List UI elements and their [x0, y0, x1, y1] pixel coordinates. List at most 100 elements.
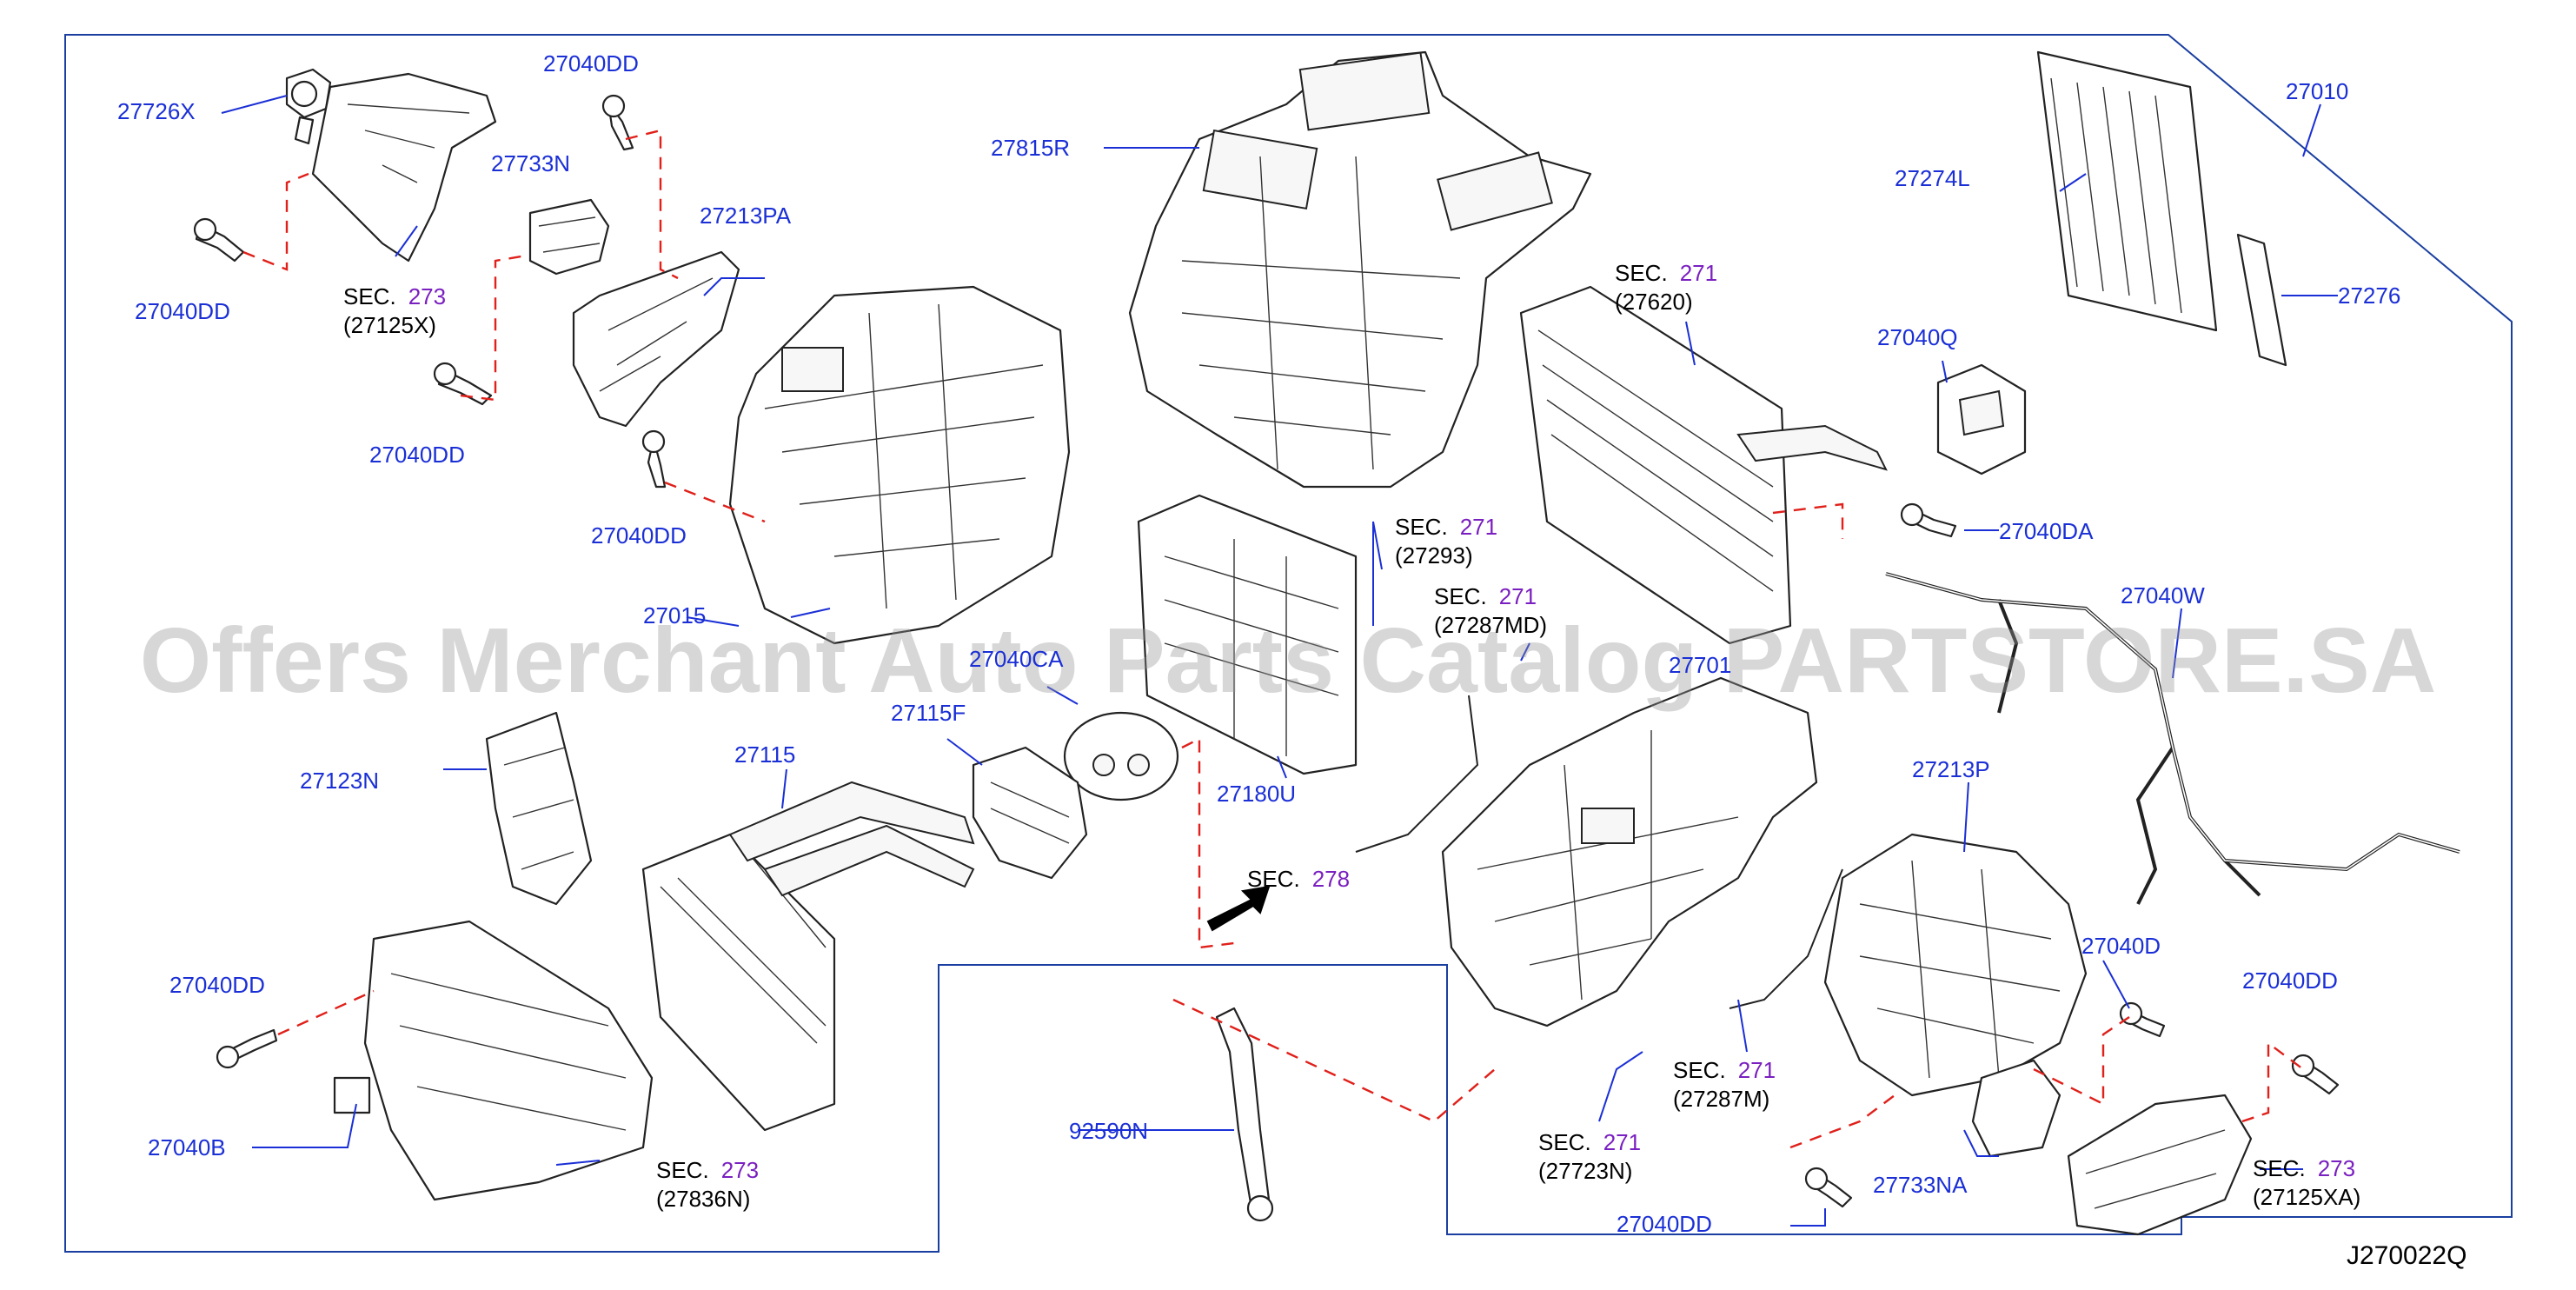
sec-sub: (27836N) [656, 1185, 751, 1212]
part-27815R-upper-case [1128, 50, 1592, 489]
sec-prefix: SEC. [1247, 866, 1300, 892]
callout-27040DD-5[interactable]: 27040DD [2242, 968, 2338, 994]
callout-27213P[interactable]: 27213P [1912, 756, 1990, 782]
sec-number: 278 [1311, 866, 1351, 892]
callout-92590N[interactable]: 92590N [1069, 1118, 1149, 1144]
sec-sub: (27125XA) [2253, 1183, 2361, 1210]
callout-27180U[interactable]: 27180U [1217, 781, 1297, 807]
figure-id: J270022Q [2347, 1241, 2467, 1270]
sec-prefix: SEC. [1434, 583, 1487, 609]
callout-27733NA[interactable]: 27733NA [1873, 1172, 1968, 1198]
screw-icon-8 [2291, 1054, 2340, 1095]
callout-27040B[interactable]: 27040B [148, 1134, 226, 1160]
sec-sub: (27293) [1395, 542, 1473, 569]
screw-icon-9 [1804, 1167, 1853, 1208]
sec-ref-273-27836N[interactable]: SEC. 273 (27836N) [656, 1156, 759, 1213]
callout-27276[interactable]: 27276 [2338, 283, 2401, 309]
sec-sub: (27287MD) [1434, 611, 1548, 638]
callout-27040DA[interactable]: 27040DA [1999, 518, 2094, 544]
part-27040W-harness [1885, 572, 2460, 905]
part-27726X-actuator [285, 68, 332, 145]
fastener-dashed-lines [242, 129, 2304, 1149]
diagram-frame [64, 34, 2513, 1253]
sec-prefix: SEC. [343, 283, 396, 309]
callout-27701[interactable]: 27701 [1669, 652, 1732, 678]
callout-27040Q[interactable]: 27040Q [1877, 324, 1958, 350]
callout-27213PA[interactable]: 27213PA [700, 203, 792, 229]
callout-27040DD-4[interactable]: 27040DD [591, 522, 687, 549]
sec-ref-271-27723N[interactable]: SEC. 271 (27723N) [1538, 1128, 1641, 1185]
part-27733N-actuator [528, 198, 610, 276]
callout-27040DD-2[interactable]: 27040DD [135, 298, 230, 324]
callout-27040W[interactable]: 27040W [2121, 582, 2205, 608]
part-lower-left-case [363, 920, 654, 1201]
screw-icon-3 [433, 362, 493, 406]
sec-ref-278[interactable]: SEC. 278 [1247, 865, 1350, 894]
callout-27015[interactable]: 27015 [643, 602, 707, 628]
callout-27123N[interactable]: 27123N [300, 768, 380, 794]
sec-ref-273-27125X[interactable]: SEC. 273 (27125X) [343, 283, 446, 339]
part-27213PA-duct [572, 250, 740, 428]
part-92590N-hose [1215, 1007, 1274, 1222]
callout-27115[interactable]: 27115 [734, 741, 796, 768]
part-27213P-blower [1823, 833, 2088, 1097]
callout-27115F[interactable]: 27115F [891, 700, 966, 726]
leader-lines [221, 95, 2338, 1227]
sec-number: 271 [1679, 260, 1718, 286]
part-27180U-grille [1137, 494, 1358, 775]
callout-27010[interactable]: 27010 [2286, 78, 2349, 104]
sec-ref-271-27620[interactable]: SEC. 271 (27620) [1615, 259, 1717, 316]
sec-ref-271-27293[interactable]: SEC. 271 (27293) [1395, 513, 1497, 569]
part-evaporator [1519, 285, 1888, 645]
callout-27815R[interactable]: 27815R [991, 135, 1071, 161]
part-27701-lower-case [1441, 676, 1818, 1027]
sec-number: 273 [2317, 1155, 2356, 1181]
callout-27040DD-7[interactable]: 27040DD [1617, 1211, 1712, 1237]
callout-27040DD[interactable]: 27040DD [543, 50, 639, 76]
callout-27040D[interactable]: 27040D [2081, 933, 2161, 959]
screw-icon-5 [216, 1028, 278, 1069]
sec-prefix: SEC. [656, 1157, 709, 1183]
part-27040Q-sensor [1936, 363, 2027, 475]
sec-sub: (27287M) [1673, 1085, 1770, 1112]
sec-number: 273 [408, 283, 447, 309]
part-27123N-duct [485, 711, 593, 906]
sec-sub: (27620) [1615, 288, 1693, 315]
sec-number: 271 [1737, 1057, 1776, 1083]
sec-ref-271-27287MD[interactable]: SEC. 271 (27287MD) [1434, 582, 1547, 639]
sec-prefix: SEC. [1395, 514, 1448, 540]
sec-prefix: SEC. [1538, 1129, 1591, 1155]
part-27276-clip [2236, 233, 2287, 367]
part-duct-lower-right [2067, 1094, 2253, 1236]
sec-prefix: SEC. [2253, 1155, 2306, 1181]
screw-icon-4 [641, 429, 667, 489]
callout-27040DD-6[interactable]: 27040DD [169, 972, 265, 998]
part-27115F-cover [972, 746, 1088, 880]
part-27274L-cabin-filter [2036, 50, 2218, 332]
sec-prefix: SEC. [1615, 260, 1668, 286]
sec-sub: (27723N) [1538, 1157, 1633, 1184]
sec-number: 271 [1603, 1129, 1642, 1155]
sec-ref-273-27125XA[interactable]: SEC. 273 (27125XA) [2253, 1154, 2360, 1211]
sec-number: 271 [1459, 514, 1498, 540]
part-27015-case [728, 285, 1071, 645]
callout-27733N[interactable]: 27733N [491, 150, 571, 176]
callout-27040DD-3[interactable]: 27040DD [369, 442, 465, 468]
screw-icon [193, 217, 245, 263]
screw-icon-2 [601, 94, 634, 151]
sec-number: 273 [720, 1157, 760, 1183]
part-27733NA-actuator [1971, 1059, 2061, 1158]
callout-27274L[interactable]: 27274L [1895, 165, 1970, 191]
sec-number: 271 [1498, 583, 1537, 609]
sec-ref-271-27287M[interactable]: SEC. 271 (27287M) [1673, 1056, 1776, 1113]
arrow-icon [1206, 885, 1271, 932]
callout-27726X[interactable]: 27726X [117, 98, 196, 124]
part-27040CA-filter [1063, 711, 1179, 801]
callout-27040CA[interactable]: 27040CA [969, 646, 1064, 672]
part-duct-upper-left [311, 72, 497, 263]
part-27115-heater-core [641, 781, 975, 1132]
sec-prefix: SEC. [1673, 1057, 1726, 1083]
sec-sub: (27125X) [343, 311, 436, 338]
